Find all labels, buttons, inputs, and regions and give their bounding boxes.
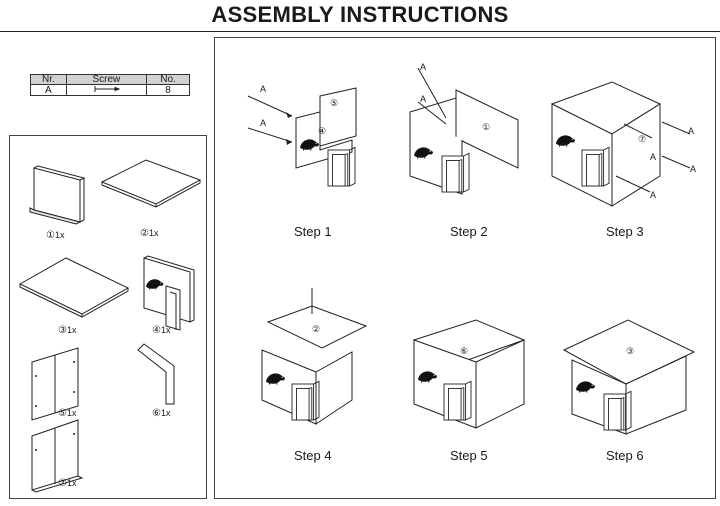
part-7-number: ⑦ (58, 478, 67, 489)
step-3-label: Step 3 (606, 224, 644, 239)
part-2-qty: 1x (148, 228, 159, 238)
part-1-panel (29, 165, 86, 225)
step-3-screw-a-3: A (690, 164, 697, 174)
step-6-label: Step 6 (606, 448, 644, 463)
step-4-diagram (261, 288, 368, 425)
part-4-number: ④ (152, 325, 161, 336)
part-3-number: ③ (58, 325, 67, 336)
step-3-part-7-mark: ⑦ (638, 134, 647, 144)
step-1-screw-a-bottom: A (260, 118, 267, 128)
part-7-label: ⑦1x (58, 478, 76, 489)
step-2-label: Step 2 (450, 224, 488, 239)
part-2-label: ②1x (140, 228, 158, 239)
part-5-label: ⑤1x (58, 408, 76, 419)
part-4-qty: 1x (160, 325, 171, 335)
part-5-side-panel (31, 347, 79, 421)
title-divider (0, 31, 720, 32)
step-5-diagram (412, 319, 526, 429)
part-6-divider (137, 343, 175, 405)
screw-table-nr: A (30, 84, 67, 96)
screw-table: Nr. Screw No. A 8 (30, 74, 190, 96)
part-6-label: ⑥1x (152, 408, 170, 419)
step-1-part-4-mark: ④ (318, 126, 327, 136)
part-1-qty: 1x (54, 230, 65, 240)
screw-table-no: 8 (146, 84, 190, 96)
page-title: ASSEMBLY INSTRUCTIONS (211, 2, 509, 27)
step-4-label: Step 4 (294, 448, 332, 463)
steps-panel (214, 37, 716, 499)
step-2-screw-a-bottom: A (420, 94, 427, 104)
step-5-part-6-mark: ⑥ (460, 346, 469, 356)
parts-panel (9, 135, 207, 499)
part-7-qty: 1x (66, 478, 77, 488)
step-3-screw-a-1: A (688, 126, 695, 136)
part-2-panel (100, 159, 202, 208)
part-4-label: ④1x (152, 325, 170, 336)
step-3-diagram (550, 81, 691, 207)
step-2-part-1-mark: ① (482, 122, 491, 132)
step-6-part-3-mark: ③ (626, 346, 635, 356)
step-2-diagram (409, 67, 519, 195)
part-5-qty: 1x (66, 408, 77, 418)
step-5-label: Step 5 (450, 448, 488, 463)
part-3-label: ③1x (58, 325, 76, 336)
part-3-qty: 1x (66, 325, 77, 335)
part-6-qty: 1x (160, 408, 171, 418)
part-1-number: ① (46, 230, 55, 241)
step-4-part-2-mark: ② (312, 324, 321, 334)
part-3-panel (18, 257, 130, 318)
part-5-number: ⑤ (58, 408, 67, 419)
part-2-number: ② (140, 228, 149, 239)
step-1-part-5-mark: ⑤ (330, 98, 339, 108)
part-4-front-panel (143, 255, 195, 331)
step-2-screw-a-top: A (420, 62, 427, 72)
part-1-label: ①1x (46, 230, 64, 241)
step-1-diagram (247, 87, 357, 187)
step-1-label: Step 1 (294, 224, 332, 239)
step-3-screw-a-2: A (650, 152, 657, 162)
part-6-number: ⑥ (152, 408, 161, 419)
part-7-back-panel (31, 419, 84, 493)
step-3-screw-a-4: A (650, 190, 657, 200)
step-6-diagram (562, 319, 696, 435)
screw-icon (65, 84, 148, 96)
step-1-screw-a-top: A (260, 84, 267, 94)
